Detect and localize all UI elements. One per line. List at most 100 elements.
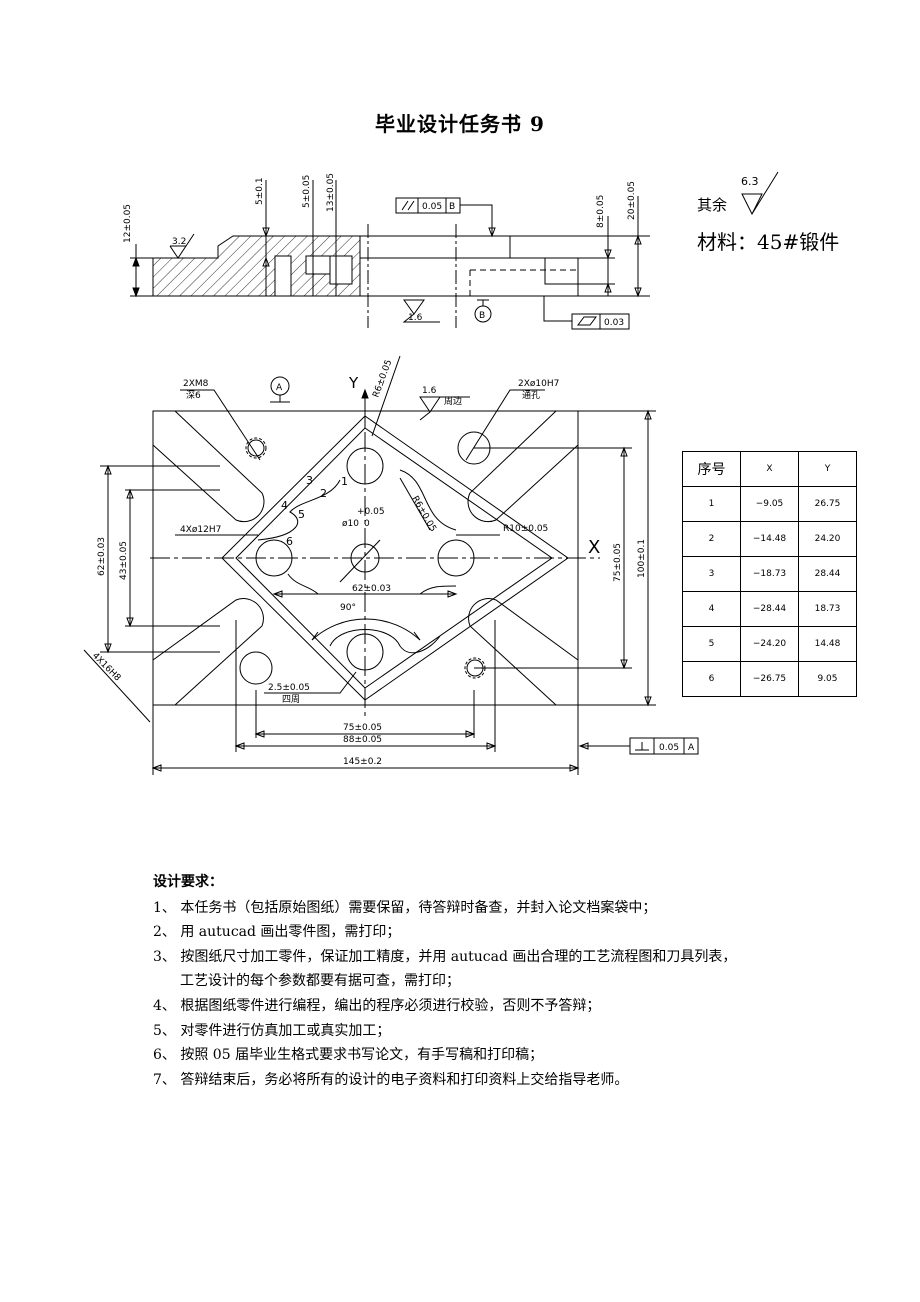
rest-label: 其余 [697, 196, 728, 214]
slot-top-left [152, 410, 265, 523]
leader-4x16h8 [83, 649, 151, 723]
roughness-16-symbol [402, 299, 440, 323]
coordinate-table: 序号 X Y 1 −9.05 26.75 2 −14.48 24.20 3 −1… [682, 451, 857, 697]
angle-90: 90° [340, 603, 356, 613]
table-cell: 26.75 [798, 486, 857, 522]
perp-datum: A [688, 743, 695, 753]
requirement-item: 5、 对零件进行仿真加工或真实加工； [153, 1022, 391, 1039]
table-cell: −28.44 [740, 591, 799, 627]
datum-a: A [276, 383, 283, 393]
center-tol-low: 0 [364, 519, 370, 529]
table-row: 6 −26.75 9.05 [682, 661, 857, 697]
h12-hole-left [255, 539, 293, 577]
table-cell: 6 [682, 661, 741, 697]
dim-100: 100±0.1 [637, 539, 647, 578]
design-requirements: 设计要求： 1、 本任务书（包括原始图纸）需要保留，待答辩时备查，并封入论文档案… [153, 870, 843, 1092]
table-row: 3 −18.73 28.44 [682, 556, 857, 592]
col-header-y: Y [798, 451, 857, 487]
x-axis-label: X [588, 537, 600, 558]
parallel-tol: 0.05 [422, 202, 442, 212]
m8-hole-top-left [247, 439, 265, 457]
table-cell: 4 [682, 591, 741, 627]
h7-holes: 2Xø10H7 [518, 379, 559, 389]
center-hole-size: ø10 [342, 519, 359, 529]
page-title: 毕业设计任务书 9 [375, 112, 545, 136]
m8-depth: 深6 [186, 390, 201, 401]
depth-note: 四周 [282, 694, 300, 705]
center-tol-up: +0.05 [357, 507, 385, 517]
roughness-16-plan: 1.6 [422, 386, 437, 396]
h7-note: 通孔 [522, 390, 540, 401]
h7-hole-bottom-left [239, 651, 273, 685]
section-view [130, 180, 650, 330]
table-row: 2 −14.48 24.20 [682, 521, 857, 557]
requirement-item: 6、 按照 05 届毕业生格式要求书写论文，有手写稿和打印稿； [153, 1047, 544, 1064]
table-header-row: 序号 X Y [682, 451, 857, 487]
depth-25: 2.5±0.05 [268, 683, 310, 693]
dim-5b: 5±0.05 [302, 175, 312, 208]
point-3: 3 [306, 474, 313, 487]
dim-145: 145±0.2 [343, 757, 382, 767]
table-cell: −24.20 [740, 626, 799, 662]
parallel-datum: B [449, 202, 455, 212]
leader-depth [264, 671, 357, 694]
roughness-16: 1.6 [408, 313, 423, 323]
requirement-continuation-text: 工艺设计的每个参数都要有据可查，需打印； [180, 973, 460, 990]
table-cell: 18.73 [798, 591, 857, 627]
table-cell: −18.73 [740, 556, 799, 592]
slot-bottom-left [152, 598, 264, 706]
leader-center [339, 539, 381, 583]
requirement-item: 1、 本任务书（包括原始图纸）需要保留，待答辩时备查，并封入论文档案袋中； [153, 899, 657, 916]
point-6: 6 [286, 535, 293, 548]
requirement-item: 3、 按图纸尺寸加工零件，保证加工精度，并用 autucad 画出合理的工艺流程… [153, 948, 737, 965]
dim-62h: 62±0.03 [352, 584, 391, 594]
plan-view [83, 355, 699, 775]
dim-62v: 62±0.03 [97, 537, 107, 576]
requirement-item: 4、 根据图纸零件进行编程，编出的程序必须进行校验，否则不予答辩； [153, 997, 601, 1014]
requirement-item: 2、 用 autucad 画出零件图，需打印； [153, 924, 401, 941]
requirements-title: 设计要求： [153, 874, 223, 890]
perp-tol: 0.05 [659, 743, 679, 753]
m8-holes: 2XM8 [183, 379, 209, 389]
material-note: 材料：45#锻件 [697, 230, 840, 254]
h12-holes: 4Xø12H7 [180, 525, 221, 535]
dim-75v: 75±0.05 [613, 543, 623, 582]
dim-13: 13±0.05 [326, 173, 336, 212]
table-cell: 3 [682, 556, 741, 592]
leader-r6-top [371, 355, 401, 437]
leader-2x10h7 [465, 389, 545, 461]
dim-88: 88±0.05 [343, 735, 382, 745]
requirement-item: 7、 答辩结束后，务必将所有的设计的电子资料和打印资料上交给指导老师。 [153, 1071, 629, 1088]
table-cell: 1 [682, 486, 741, 522]
table-row: 5 −24.20 14.48 [682, 626, 857, 662]
table-cell: −9.05 [740, 486, 799, 522]
flatness-tol: 0.03 [604, 318, 624, 328]
table-cell: 28.44 [798, 556, 857, 592]
table-cell: 9.05 [798, 661, 857, 697]
roughness-32: 3.2 [172, 237, 186, 247]
leader-2xm8 [180, 389, 261, 461]
roughness-32-symbol [169, 233, 195, 259]
dim-5a: 5±0.1 [255, 177, 265, 205]
r6-top: R6±0.05 [371, 358, 394, 399]
slot-bottom-right [468, 598, 579, 706]
h12-hole-bottom [346, 633, 384, 671]
col-header-x: X [740, 451, 799, 487]
r10: R10±0.05 [503, 524, 548, 534]
point-1: 1 [341, 475, 348, 488]
col-header-index: 序号 [682, 451, 741, 487]
h12-hole-right [437, 539, 475, 577]
table-cell: 5 [682, 626, 741, 662]
table-cell: 2 [682, 521, 741, 557]
center-hole [350, 543, 380, 573]
table-row: 4 −28.44 18.73 [682, 591, 857, 627]
table-cell: 14.48 [798, 626, 857, 662]
h12-hole-top [346, 447, 384, 485]
datum-b: B [479, 311, 485, 321]
dim-8: 8±0.05 [596, 195, 606, 228]
rest-roughness-value: 6.3 [741, 175, 759, 188]
point-4: 4 [281, 499, 288, 512]
slot-top-right [467, 410, 579, 523]
dim-12: 12±0.05 [123, 204, 133, 243]
